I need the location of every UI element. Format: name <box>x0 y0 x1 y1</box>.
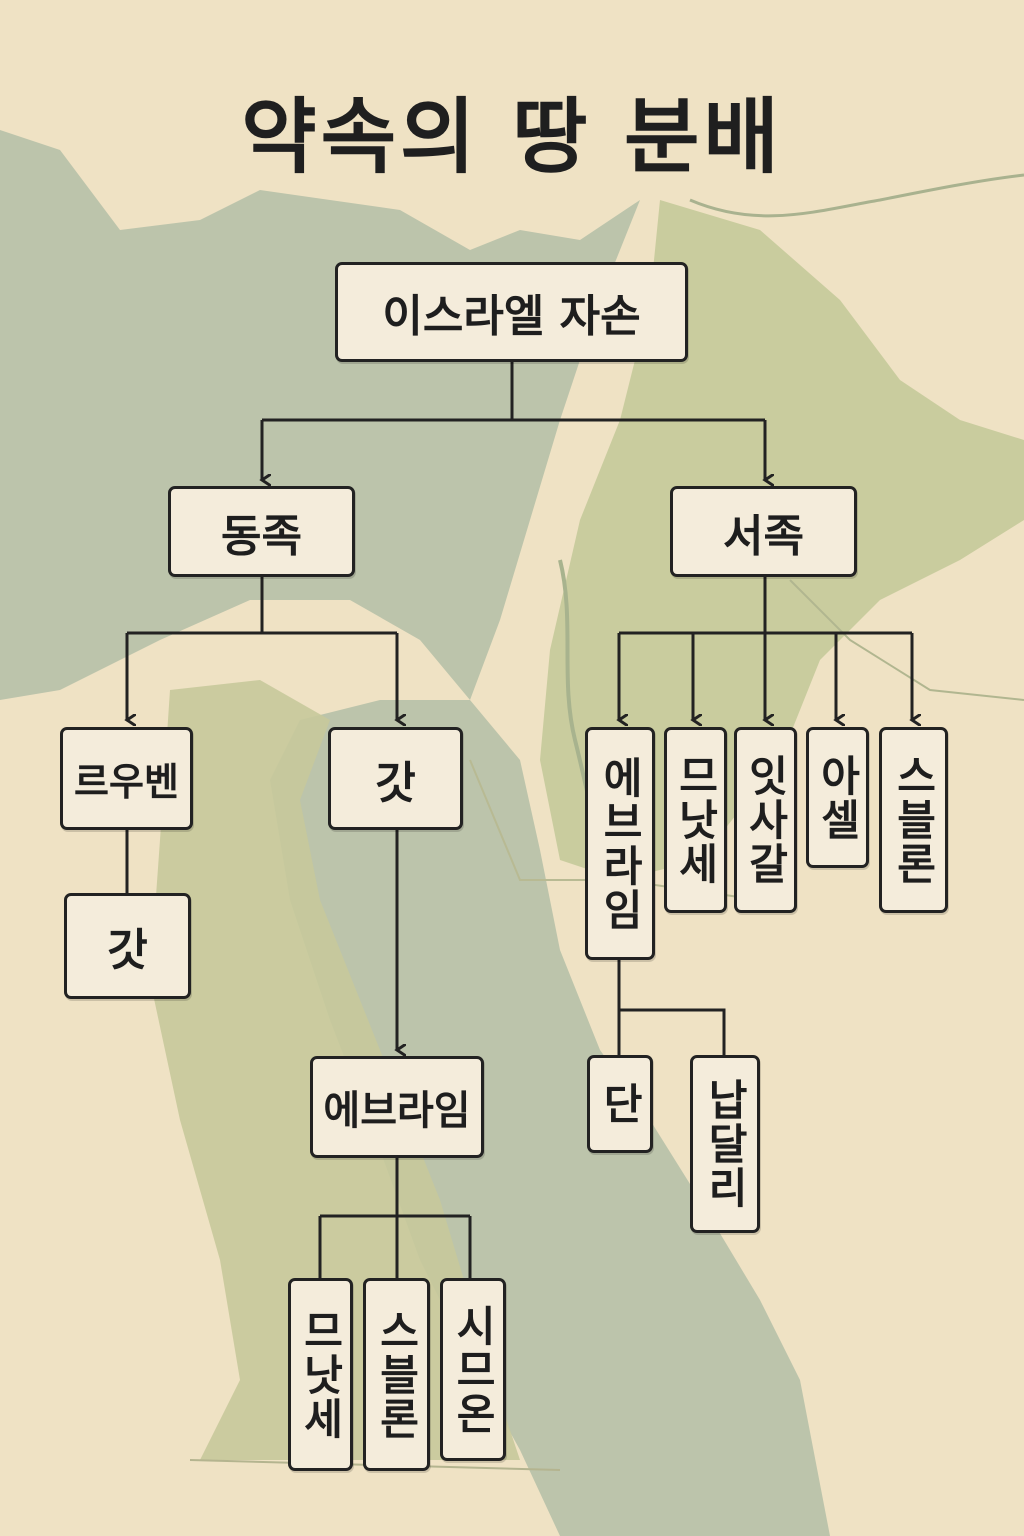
node-gad-east-label: 갓 <box>375 757 416 809</box>
node-dan: 단 <box>587 1055 653 1153</box>
node-asher-label: 아셀 <box>813 753 863 842</box>
node-zebulun-east-label: 스블론 <box>372 1308 422 1441</box>
node-root-label: 이스라엘 자손 <box>382 291 641 342</box>
node-manasseh-west-label: 므낫세 <box>671 754 721 886</box>
node-zebulun-west: 스블론 <box>879 727 948 913</box>
node-dan-label: 단 <box>595 1082 645 1126</box>
node-manasseh-east: 므낫세 <box>288 1278 353 1471</box>
node-issachar-label: 잇사갈 <box>741 754 791 886</box>
node-manasseh-west: 므낫세 <box>664 727 727 913</box>
node-gad-east: 갓 <box>328 727 463 830</box>
page-title: 약속의 땅 분배 <box>241 90 783 185</box>
node-gad-under-reuben: 갓 <box>64 893 191 999</box>
node-root: 이스라엘 자손 <box>335 262 688 362</box>
node-ephraim-east-label: 에브라임 <box>323 1088 471 1134</box>
node-east: 동족 <box>168 486 355 577</box>
node-west-label: 서족 <box>723 510 804 562</box>
node-west: 서족 <box>670 486 857 577</box>
node-zebulun-west-label: 스블론 <box>889 754 939 886</box>
node-naphtali-label: 납달리 <box>700 1078 750 1210</box>
node-simeon-label: 시므온 <box>448 1303 498 1436</box>
node-manasseh-east-label: 므낫세 <box>296 1308 346 1441</box>
node-issachar: 잇사갈 <box>734 727 797 913</box>
node-simeon: 시므온 <box>440 1278 506 1461</box>
node-ephraim-east: 에브라임 <box>310 1056 484 1158</box>
node-reuben-label: 르우벤 <box>74 760 179 804</box>
node-naphtali: 납달리 <box>690 1055 760 1233</box>
node-asher: 아셀 <box>806 727 869 868</box>
node-zebulun-east: 스블론 <box>363 1278 430 1471</box>
node-reuben: 르우벤 <box>60 727 193 830</box>
node-ephraim-west-label: 에브라임 <box>595 755 645 932</box>
node-ephraim-west: 에브라임 <box>585 727 655 960</box>
node-gad-under-reuben-label: 갓 <box>107 925 148 976</box>
node-east-label: 동족 <box>221 510 302 562</box>
